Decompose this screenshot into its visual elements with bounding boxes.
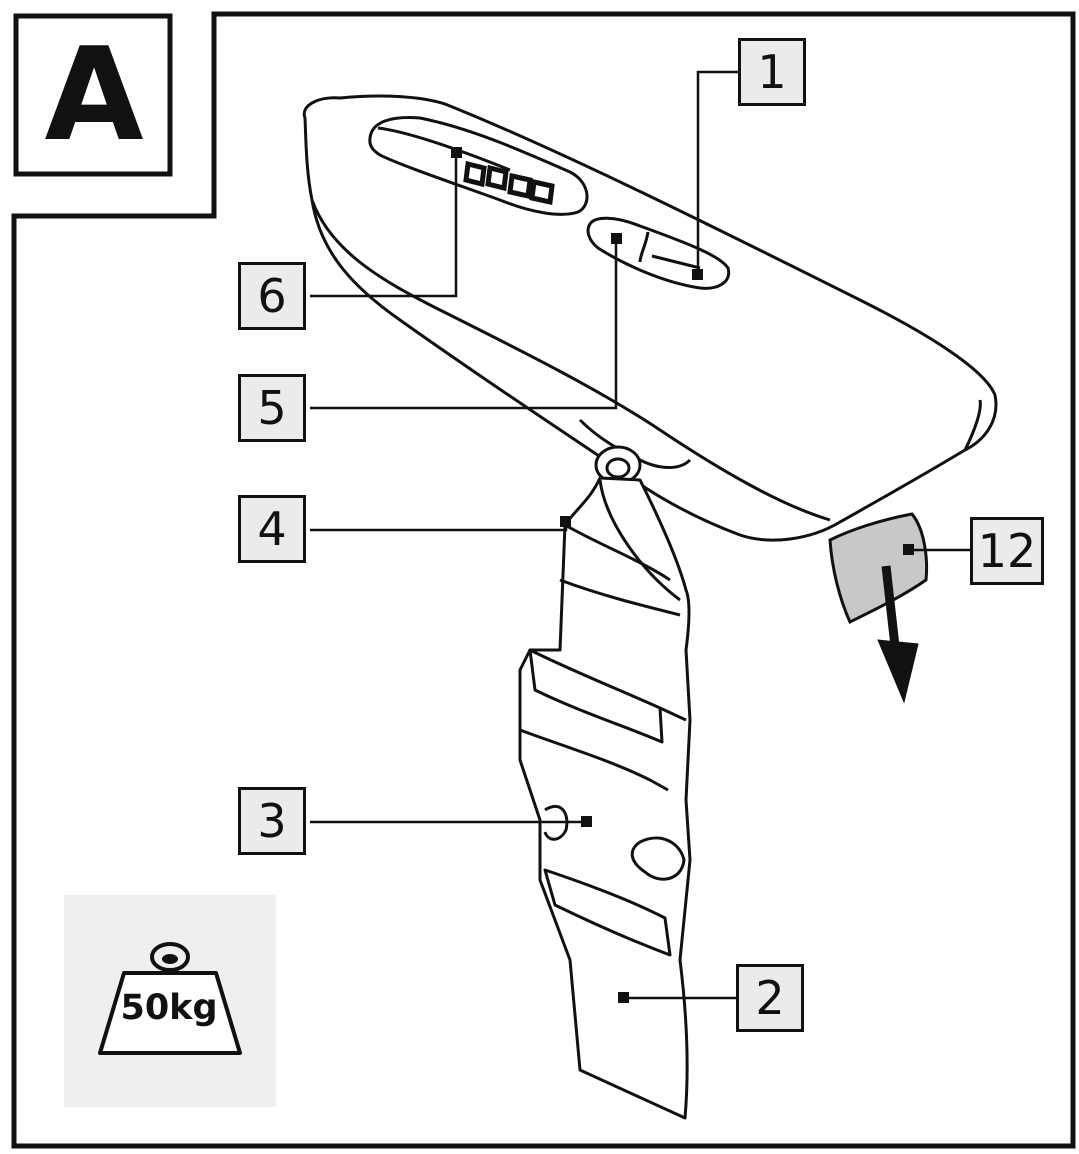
section-letter-box bbox=[13, 13, 173, 177]
outer-frame bbox=[11, 11, 1076, 1149]
callout-1: 1 bbox=[738, 38, 806, 106]
callout-3: 3 bbox=[238, 787, 306, 855]
release-hook bbox=[828, 512, 929, 625]
leader-lines bbox=[310, 70, 970, 1000]
callout-4: 4 bbox=[238, 495, 306, 563]
callout-2: 2 bbox=[736, 964, 804, 1032]
display-digits bbox=[463, 160, 555, 206]
scale-body bbox=[302, 94, 998, 542]
callout-5: 5 bbox=[238, 374, 306, 442]
strap bbox=[518, 476, 692, 1120]
callout-6: 6 bbox=[238, 262, 306, 330]
weight-icon bbox=[98, 942, 242, 1055]
strap-loop bbox=[578, 418, 692, 485]
leader-dots bbox=[451, 147, 914, 1003]
weight-label: 50kg bbox=[120, 988, 218, 1028]
callout-12: 12 bbox=[970, 517, 1044, 585]
pull-arrow-icon bbox=[877, 565, 919, 704]
section-letter: A bbox=[44, 21, 144, 170]
